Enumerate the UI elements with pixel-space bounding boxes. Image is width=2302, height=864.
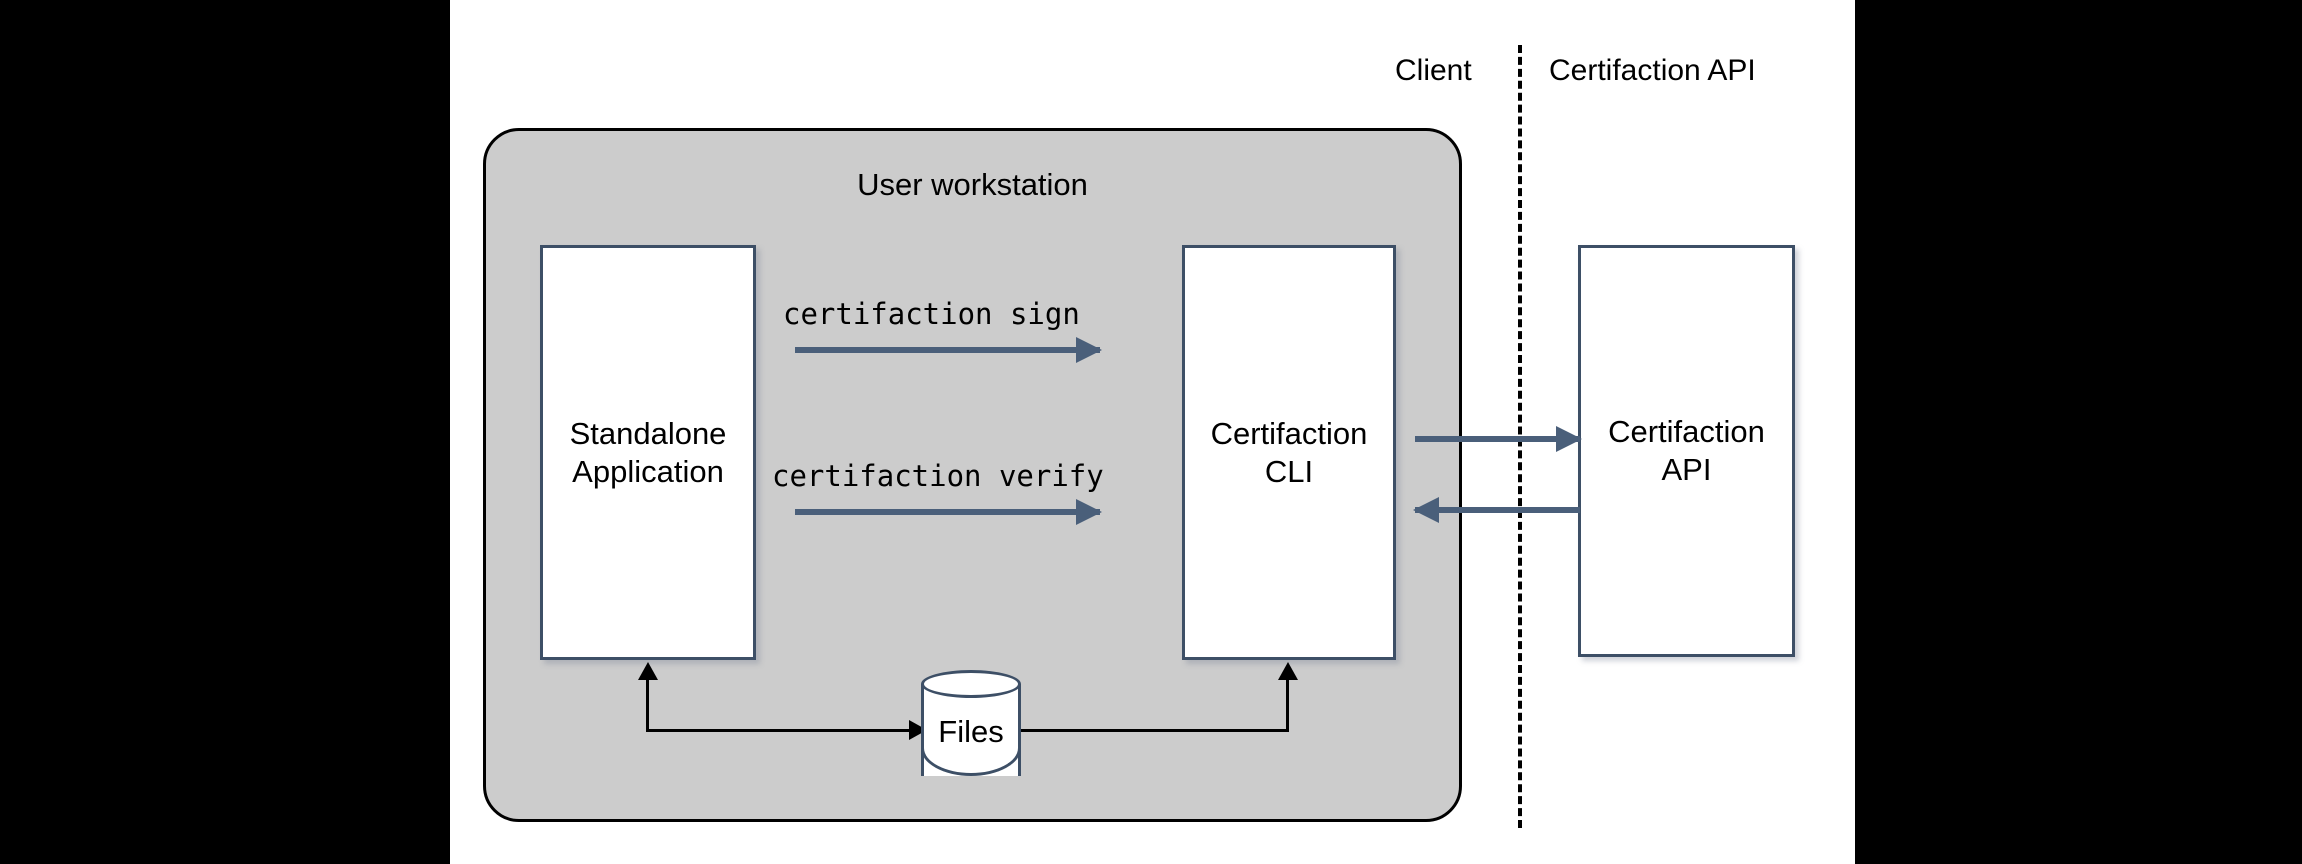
connector-cli-to-files-vertical <box>1286 678 1289 731</box>
connector-files-to-standalone-horizontal <box>646 729 925 732</box>
lane-label-certifaction-api: Certifaction API <box>1549 54 1756 87</box>
arrowhead-into-certifaction-cli <box>1278 662 1298 680</box>
node-label-certifaction-api: Certifaction API <box>1608 414 1765 487</box>
lane-label-client: Client <box>1395 54 1472 87</box>
connector-files-to-standalone-vertical <box>646 678 649 731</box>
connector-cli-to-files-horizontal <box>967 729 1289 732</box>
datastore-label-files: Files <box>938 714 1004 749</box>
node-label-certifaction-cli: Certifaction CLI <box>1210 415 1368 489</box>
node-standalone-application[interactable]: Standalone Application <box>540 245 756 660</box>
arrow-standalone-to-cli-verify <box>795 509 1100 515</box>
datastore-files[interactable]: Files <box>921 670 1021 790</box>
arrow-api-to-cli <box>1415 507 1580 513</box>
group-title-user-workstation: User workstation <box>857 167 1088 202</box>
cylinder-top-icon <box>921 670 1021 698</box>
arrow-standalone-to-cli-sign <box>795 347 1100 353</box>
arrow-cli-to-api <box>1415 436 1580 442</box>
node-certifaction-api[interactable]: Certifaction API <box>1578 245 1795 657</box>
command-label-certifaction-verify: certifaction verify <box>772 459 1104 493</box>
node-label-standalone-application: Standalone Application <box>569 415 727 489</box>
arrowhead-into-standalone-application <box>638 662 658 680</box>
node-certifaction-cli[interactable]: Certifaction CLI <box>1182 245 1396 660</box>
diagram-canvas: Client Certifaction API User workstation… <box>450 0 1855 864</box>
command-label-certifaction-sign: certifaction sign <box>783 297 1080 331</box>
